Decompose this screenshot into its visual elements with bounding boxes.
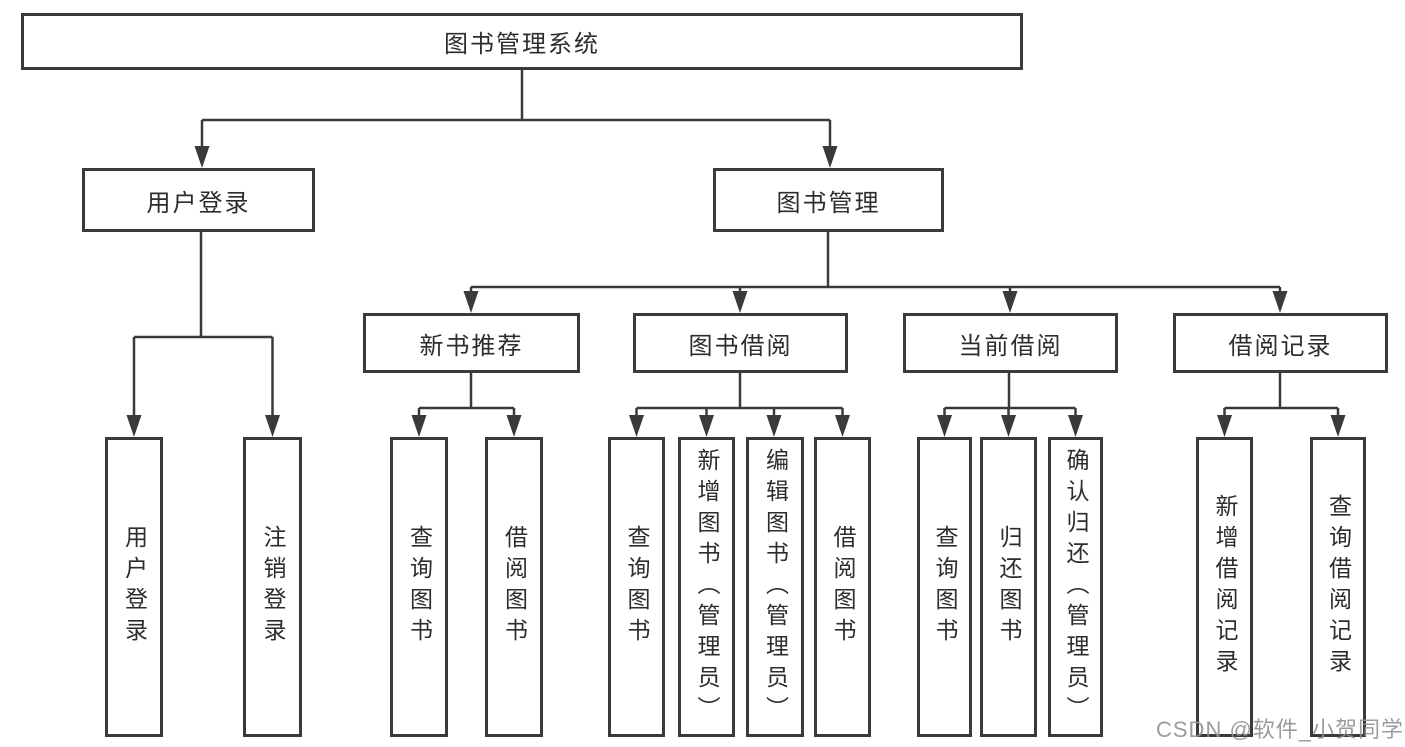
arrowheads [126,146,1346,437]
node-user-login: 用户登录 [82,168,315,232]
leaf-query-books-recommend: 查询图书 [390,437,448,737]
watermark: CSDN @软件_小贺同学 [1156,717,1405,742]
leaf-logout: 注销登录 [243,437,302,737]
node-book-management: 图书管理 [713,168,944,232]
leaf-confirm-return-admin: 确认归还（管理员） [1048,437,1103,737]
tree-edges [132,70,1340,433]
node-current-borrowing: 当前借阅 [903,313,1118,373]
leaf-user-login: 用户登录 [105,437,163,737]
leaf-return-books: 归还图书 [980,437,1037,737]
leaf-borrow-books-borrowing: 借阅图书 [814,437,871,737]
leaf-query-books-borrowing: 查询图书 [608,437,665,737]
leaf-query-books-current: 查询图书 [917,437,972,737]
node-root: 图书管理系统 [21,13,1023,70]
node-borrowing-records: 借阅记录 [1173,313,1388,373]
leaf-add-books-admin: 新增图书（管理员） [678,437,735,737]
leaf-edit-books-admin: 编辑图书（管理员） [746,437,804,737]
leaf-query-borrow-record: 查询借阅记录 [1310,437,1366,737]
leaf-add-borrow-record: 新增借阅记录 [1196,437,1253,737]
node-new-book-recommendation: 新书推荐 [363,313,580,373]
leaf-borrow-books-recommend: 借阅图书 [485,437,543,737]
node-book-borrowing: 图书借阅 [633,313,848,373]
